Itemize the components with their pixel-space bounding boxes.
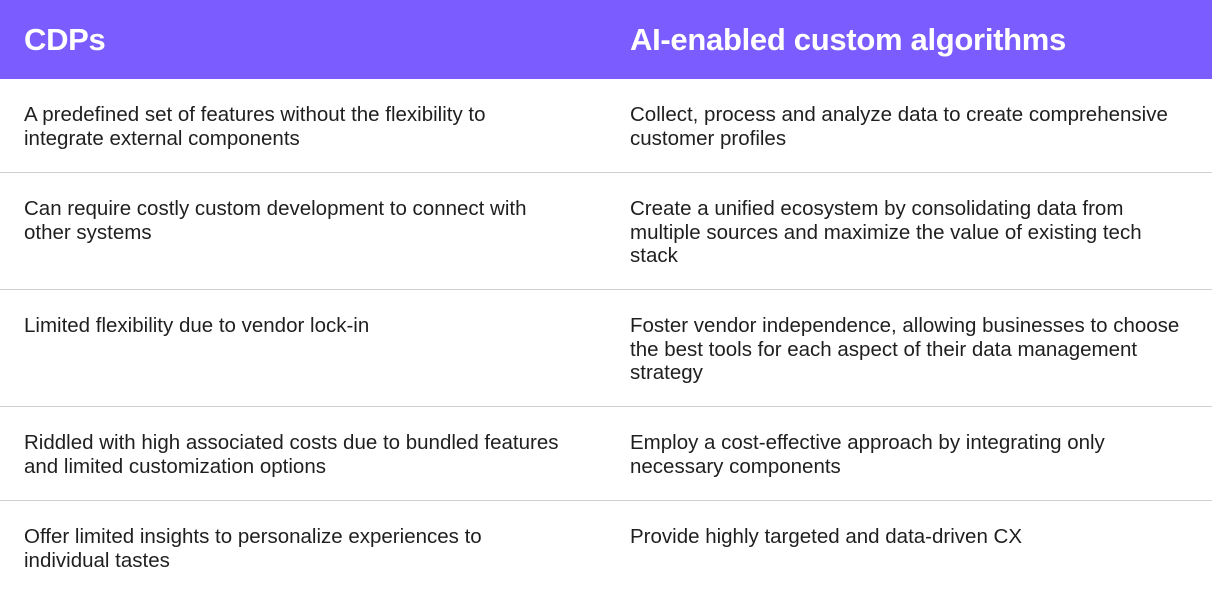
header-cdps: CDPs: [24, 22, 106, 57]
header-ai-algorithms: AI-enabled custom algorithms: [630, 22, 1066, 57]
cdps-cell: Limited flexibility due to vendor lock-i…: [24, 314, 370, 337]
ai-algorithms-cell: Collect, process and analyze data to cre…: [630, 103, 1168, 150]
ai-algorithms-cell: Provide highly targeted and data-driven …: [630, 525, 1023, 548]
ai-algorithms-cell: Foster vendor independence, allowing bus…: [630, 314, 1180, 384]
ai-algorithms-cell: Create a unified ecosystem by consolidat…: [630, 197, 1142, 267]
cdps-cell: Offer limited insights to personalize ex…: [24, 525, 482, 572]
table-row: Riddled with high associated costs due t…: [0, 407, 1212, 501]
cdps-cell: A predefined set of features without the…: [24, 103, 486, 150]
cdps-cell: Riddled with high associated costs due t…: [24, 431, 559, 478]
cdps-cell: Can require costly custom development to…: [24, 197, 527, 244]
table-row: Offer limited insights to personalize ex…: [0, 501, 1212, 595]
ai-algorithms-cell: Employ a cost-effective approach by inte…: [630, 431, 1105, 478]
table-row: A predefined set of features without the…: [0, 79, 1212, 173]
table-header: CDPs AI-enabled custom algorithms: [0, 0, 1212, 79]
table-row: Can require costly custom development to…: [0, 173, 1212, 290]
table-row: Limited flexibility due to vendor lock-i…: [0, 290, 1212, 407]
